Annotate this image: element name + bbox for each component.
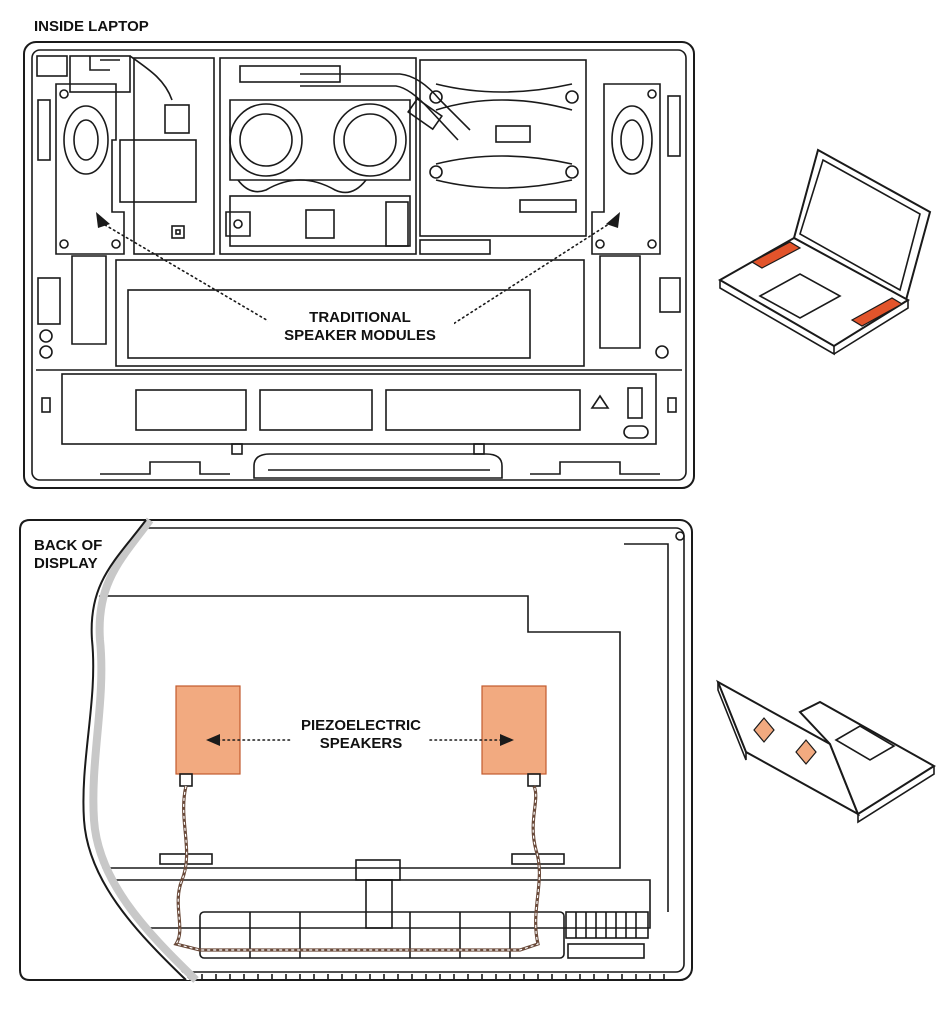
back-of-display-label-line1: BACK OF	[34, 537, 102, 554]
left-speaker-module	[55, 83, 125, 255]
laptop-back-icon	[716, 679, 936, 824]
display-back: PIEZOELECTRIC SPEAKERS BACK OF DISPLAY	[19, 517, 693, 983]
laptop-internals: TRADITIONAL SPEAKER MODULES	[23, 41, 695, 489]
back-of-display-label-line2: DISPLAY	[34, 555, 98, 572]
right-piezo-speaker	[481, 685, 547, 775]
piezo-label-line2: SPEAKERS	[320, 735, 403, 752]
traditional-speaker-label-line2: SPEAKER MODULES	[284, 327, 436, 344]
laptop-open-icon	[717, 148, 932, 356]
traditional-speaker-label-line1: TRADITIONAL	[309, 309, 411, 326]
left-piezo-speaker	[175, 685, 241, 775]
piezo-label-line1: PIEZOELECTRIC	[301, 717, 421, 734]
inside-laptop-label: INSIDE LAPTOP	[34, 18, 149, 35]
right-speaker-module	[591, 83, 661, 255]
